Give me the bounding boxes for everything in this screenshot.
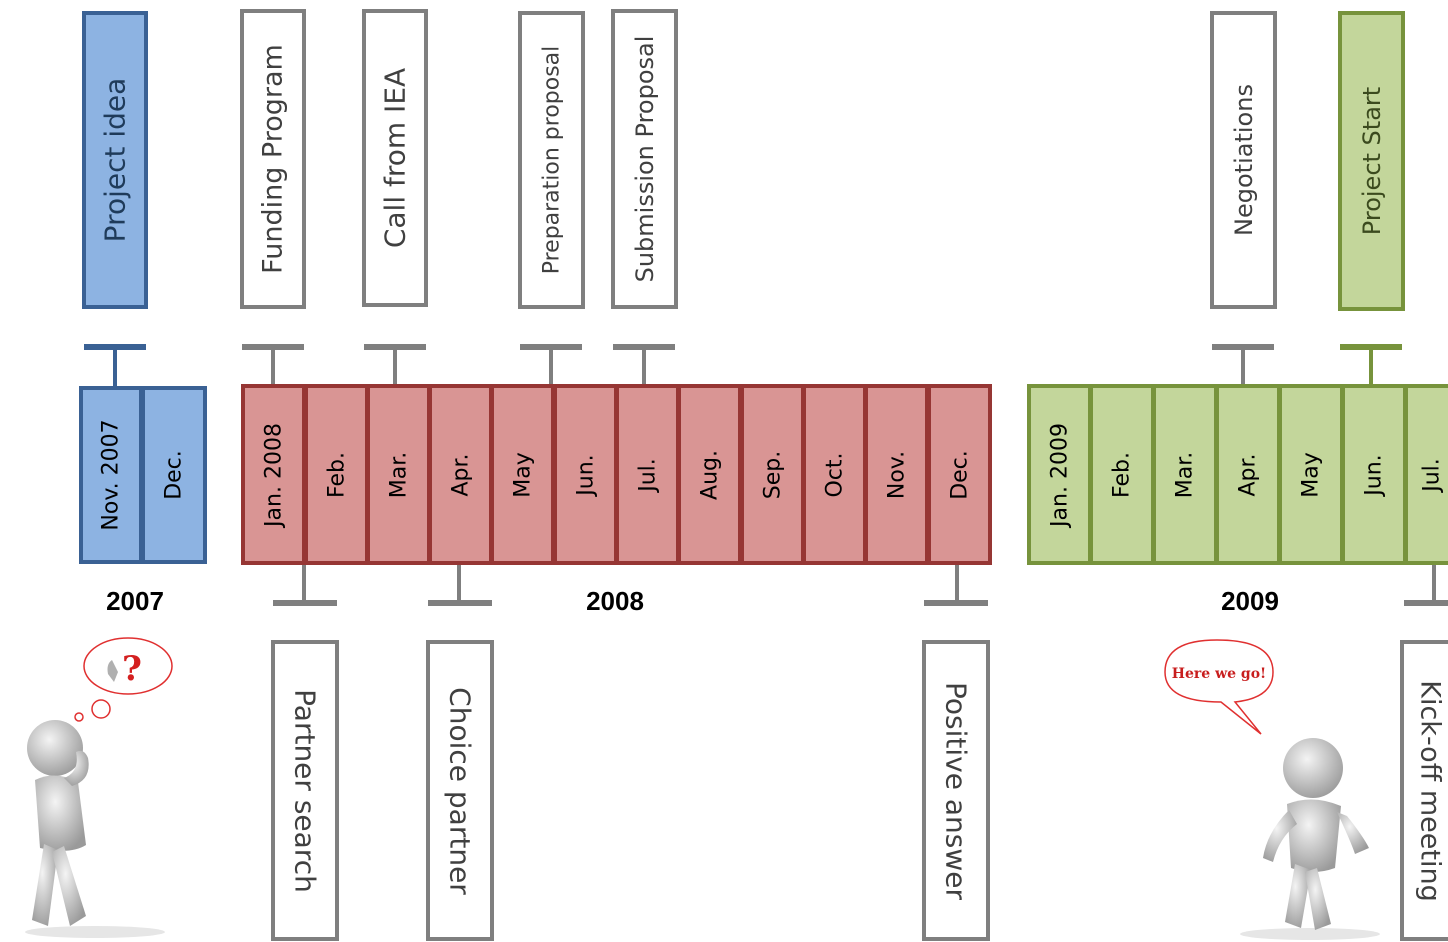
event-call-from-iea: Call from IEA (362, 9, 428, 307)
year-label-2009: 2009 (1221, 586, 1279, 616)
event-label: Negotiations (1229, 84, 1258, 236)
event-choice-partner: Choice partner (426, 640, 494, 941)
connector-stem (113, 348, 117, 386)
month-cell: May (1278, 384, 1344, 565)
connector-stem (549, 348, 553, 384)
connector-stem (1432, 565, 1436, 601)
connector-stem (302, 565, 306, 601)
month-label: Jan. 2008 (261, 422, 286, 527)
connector-stem (393, 348, 397, 384)
event-label: Preparation proposal (539, 45, 564, 275)
month-label: May (510, 451, 535, 498)
month-cell: Jul. (615, 384, 680, 565)
connector-bar (273, 600, 337, 606)
connector-bar (1404, 600, 1448, 606)
event-label: Submission Proposal (630, 35, 659, 283)
connector-bar (613, 344, 675, 350)
month-cell: Feb. (1089, 384, 1155, 565)
month-cell: Sep. (740, 384, 805, 565)
month-label: Nov. 2007 (98, 419, 124, 531)
event-label: Choice partner (443, 686, 477, 895)
month-cell: Feb. (304, 384, 369, 565)
speech-bubble-text: Here we go! (1172, 666, 1266, 682)
month-cell: Apr. (1215, 384, 1281, 565)
event-label: Partner search (288, 688, 322, 893)
connector-project-idea (84, 344, 146, 350)
month-cell-nov-2007: Nov. 2007 (79, 386, 143, 564)
month-label: Jul. (635, 457, 660, 492)
month-label: Nov. (884, 450, 909, 499)
connector-bar (1212, 344, 1274, 350)
month-cell: Oct. (802, 384, 867, 565)
month-cell: Mar. (366, 384, 431, 565)
event-preparation-proposal: Preparation proposal (518, 11, 585, 309)
month-cell: Aug. (677, 384, 742, 565)
connector-stem (1241, 348, 1245, 384)
year-label-2007: 2007 (106, 586, 164, 616)
month-label: Feb. (324, 451, 349, 498)
month-label: May (1298, 451, 1324, 498)
month-cell: Nov. (864, 384, 929, 565)
event-label: Kick-off meeting (1414, 679, 1446, 902)
question-mark: ? (122, 649, 142, 689)
event-label: Positive answer (939, 681, 973, 900)
month-label: Apr. (1235, 452, 1261, 497)
connector-bar (428, 600, 492, 606)
month-label: Jul. (1419, 457, 1445, 492)
event-project-start: Project Start (1338, 11, 1405, 311)
thinking-person-icon: ? (25, 637, 173, 938)
connector-bar (1340, 344, 1402, 350)
event-label: Project Start (1357, 86, 1386, 236)
month-cell: Jan. 2009 (1027, 384, 1092, 565)
connector-stem (955, 565, 959, 601)
month-label: Aug. (697, 449, 722, 500)
connector-bar (364, 344, 426, 350)
event-submission-proposal: Submission Proposal (611, 9, 678, 309)
month-label: Mar. (386, 451, 411, 498)
month-label: Oct. (822, 451, 847, 498)
connector-bar (242, 344, 304, 350)
month-cell: Mar. (1152, 384, 1218, 565)
event-label: Project idea (98, 77, 132, 243)
event-partner-search: Partner search (271, 640, 339, 941)
connector-stem (271, 348, 275, 384)
month-label: Mar. (1172, 451, 1198, 498)
month-cell-dec-2007: Dec. (141, 386, 207, 564)
event-kick-off-meeting: Kick-off meeting (1400, 640, 1448, 941)
event-label: Funding Program (257, 44, 289, 274)
event-label: Call from IEA (378, 67, 412, 249)
connector-stem (457, 565, 461, 601)
presenting-person-icon: Here we go! (1164, 639, 1380, 940)
month-label: Jun. (573, 453, 598, 496)
month-label: Sep. (760, 450, 785, 499)
event-positive-answer: Positive answer (922, 640, 990, 941)
month-label: Dec. (161, 450, 187, 500)
connector-bar (520, 344, 582, 350)
month-cell: May (490, 384, 555, 565)
month-label: Jan. 2009 (1047, 422, 1072, 527)
connector-bar (924, 600, 988, 606)
event-negotiations: Negotiations (1210, 11, 1277, 309)
event-project-idea: Project idea (82, 11, 148, 309)
year-label-2008: 2008 (586, 586, 644, 616)
month-label: Dec. (947, 449, 972, 500)
event-funding-program: Funding Program (240, 9, 306, 309)
month-cell: Jul. (1404, 384, 1448, 565)
month-label: Jun. (1361, 453, 1387, 496)
connector-stem (642, 348, 646, 384)
month-cell: Dec. (927, 384, 992, 565)
month-label: Feb. (1109, 451, 1135, 498)
month-cell: Jan. 2008 (241, 384, 306, 565)
connector-stem (1369, 348, 1373, 384)
month-cell: Jun. (1341, 384, 1407, 565)
month-label: Apr. (448, 452, 473, 497)
month-cell: Apr. (428, 384, 493, 565)
month-cell: Jun. (553, 384, 618, 565)
